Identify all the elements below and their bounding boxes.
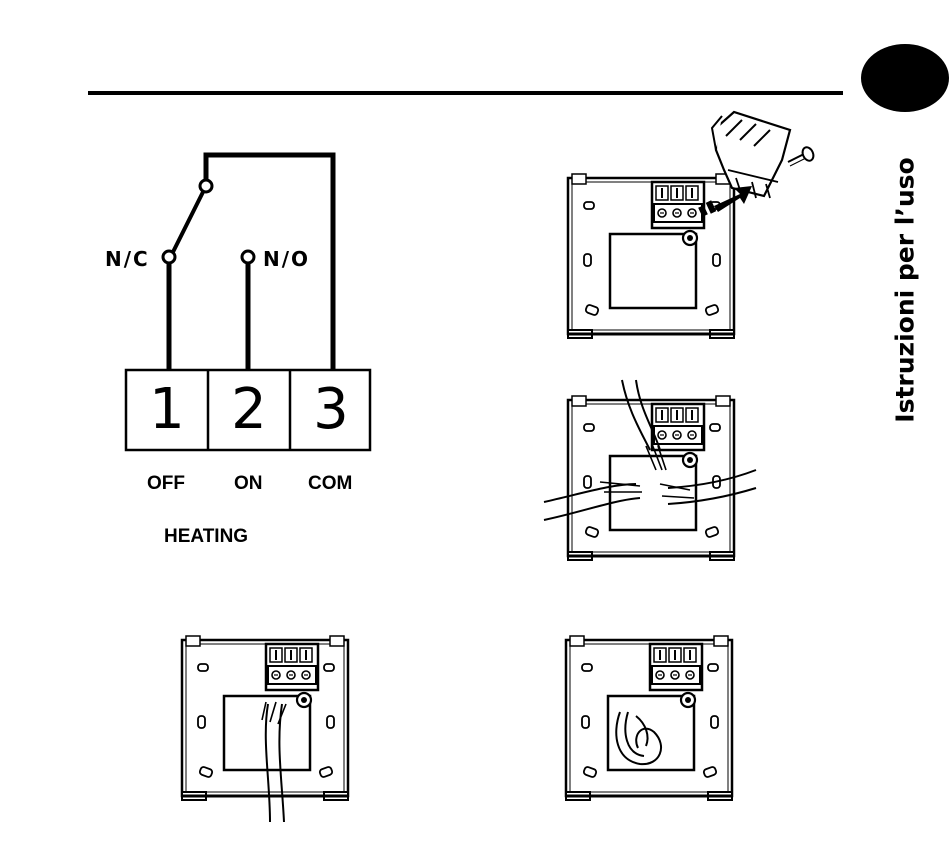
heating-label: HEATING bbox=[164, 526, 248, 548]
terminal-number-2: 2 bbox=[209, 382, 289, 438]
terminal-label-com: COM bbox=[308, 473, 352, 495]
no-label: N/O bbox=[263, 247, 310, 271]
section-tab-marker bbox=[861, 44, 949, 112]
no-contact bbox=[242, 251, 254, 263]
panel-cables-through bbox=[568, 396, 734, 560]
terminal-label-off: OFF bbox=[147, 473, 185, 495]
nc-contact bbox=[163, 251, 175, 263]
pivot-contact bbox=[200, 180, 212, 192]
panel-wires-coiled bbox=[566, 636, 732, 800]
side-title: Istruzioni per l’uso bbox=[891, 157, 920, 422]
terminal-label-on: ON bbox=[234, 473, 263, 495]
terminal-number-1: 1 bbox=[127, 382, 207, 438]
nc-label: N/C bbox=[105, 247, 150, 271]
panel-cable-bottom bbox=[182, 636, 348, 800]
screw-illustration bbox=[788, 146, 815, 166]
terminal-number-3: 3 bbox=[291, 382, 371, 438]
panel-remove-cover bbox=[568, 174, 734, 338]
